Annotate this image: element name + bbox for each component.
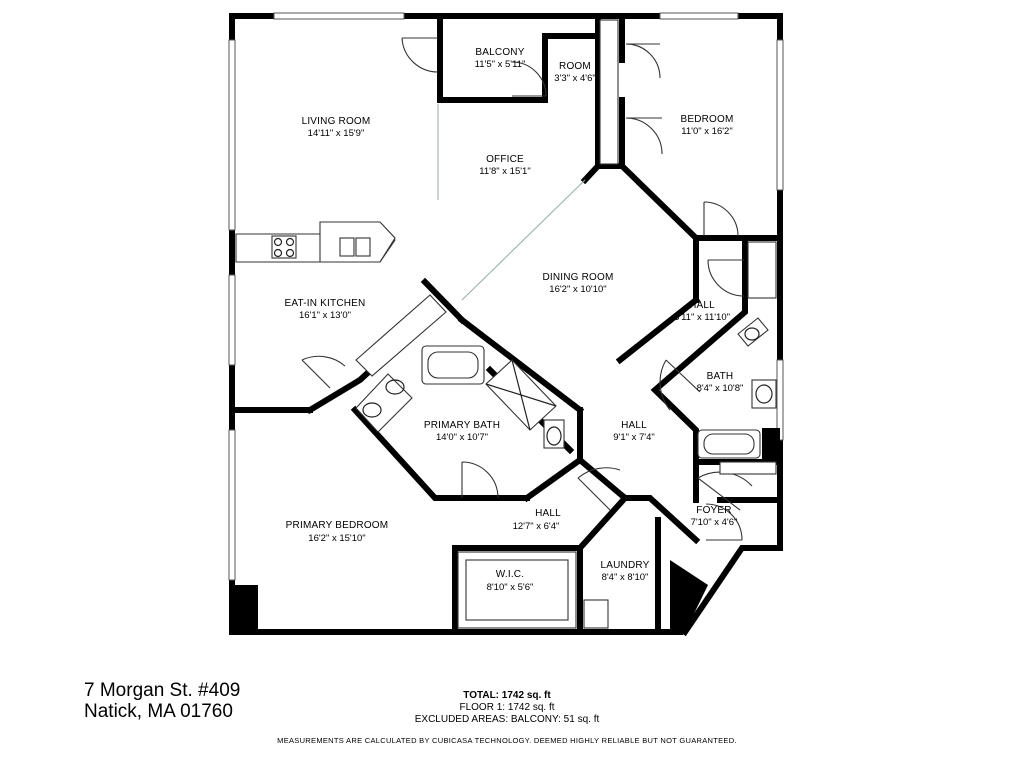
room-dims-dining-room: 16'2" x 10'10" (549, 284, 606, 295)
room-name-wic: W.I.C. (496, 569, 524, 580)
windows (228, 12, 784, 581)
address-line-1: 7 Morgan St. #409 (84, 680, 241, 701)
room-name-primary-bedroom: PRIMARY BEDROOM (286, 520, 389, 531)
room-dims-living-room: 14'11" x 15'9" (308, 128, 365, 139)
property-address: 7 Morgan St. #409 Natick, MA 01760 (84, 680, 240, 722)
room-name-hall-lower: HALL (535, 508, 561, 519)
room-name-dining-room: DINING ROOM (542, 272, 613, 283)
room-name-living-room: LIVING ROOM (302, 116, 371, 127)
floor-area: FLOOR 1: 1742 sq. ft (459, 702, 555, 713)
room-name-bath: BATH (707, 371, 734, 382)
room-name-office: OFFICE (486, 154, 524, 165)
room-dims-bath: 8'4" x 10'8" (697, 383, 744, 394)
structural-columns (232, 428, 780, 632)
fixtures (235, 19, 777, 629)
room-labels: LIVING ROOM 14'11" x 15'9" BALCONY 11'5"… (285, 47, 744, 593)
room-dims-room: 3'3" x 4'6" (554, 73, 596, 84)
room-name-eat-in-kitchen: EAT-IN KITCHEN (285, 298, 366, 309)
measurement-disclaimer: MEASUREMENTS ARE CALCULATED BY CUBICASA … (277, 736, 737, 745)
room-dims-balcony: 11'5" x 5'11" (475, 59, 526, 70)
floor-plan: LIVING ROOM 14'11" x 15'9" BALCONY 11'5"… (228, 12, 784, 637)
room-dims-laundry: 8'4" x 8'10" (602, 572, 649, 583)
excluded-area: EXCLUDED AREAS: BALCONY: 51 sq. ft (414, 714, 600, 725)
room-dims-primary-bedroom: 16'2" x 15'10" (308, 533, 365, 544)
room-dims-primary-bath: 14'0" x 10'7" (436, 432, 488, 443)
room-dims-hall-upper: 3'11" x 11'10" (674, 312, 730, 323)
room-dims-foyer: 7'10" x 4'6" (691, 517, 738, 528)
room-name-laundry: LAUNDRY (600, 560, 649, 571)
room-name-hall-center: HALL (621, 420, 647, 431)
room-dims-office: 11'8" x 15'1" (479, 166, 530, 177)
address-line-2: Natick, MA 01760 (84, 701, 233, 722)
door-swings (301, 37, 753, 541)
total-area: TOTAL: 1742 sq. ft (463, 690, 551, 701)
room-dims-hall-center: 9'1" x 7'4" (613, 432, 655, 443)
room-name-hall-upper: HALL (689, 300, 715, 311)
room-dims-eat-in-kitchen: 16'1" x 13'0" (299, 310, 351, 321)
room-name-primary-bath: PRIMARY BATH (424, 420, 500, 431)
room-name-bedroom: BEDROOM (680, 114, 733, 125)
room-name-room: ROOM (559, 61, 591, 72)
room-dims-wic: 8'10" x 5'6" (487, 582, 534, 593)
area-summary: TOTAL: 1742 sq. ft FLOOR 1: 1742 sq. ft … (0, 690, 1014, 726)
room-name-foyer: FOYER (696, 505, 731, 516)
room-name-balcony: BALCONY (475, 47, 524, 58)
room-dims-bedroom: 11'0" x 16'2" (681, 126, 732, 137)
room-dims-hall-lower: 12'7" x 6'4" (513, 521, 560, 532)
